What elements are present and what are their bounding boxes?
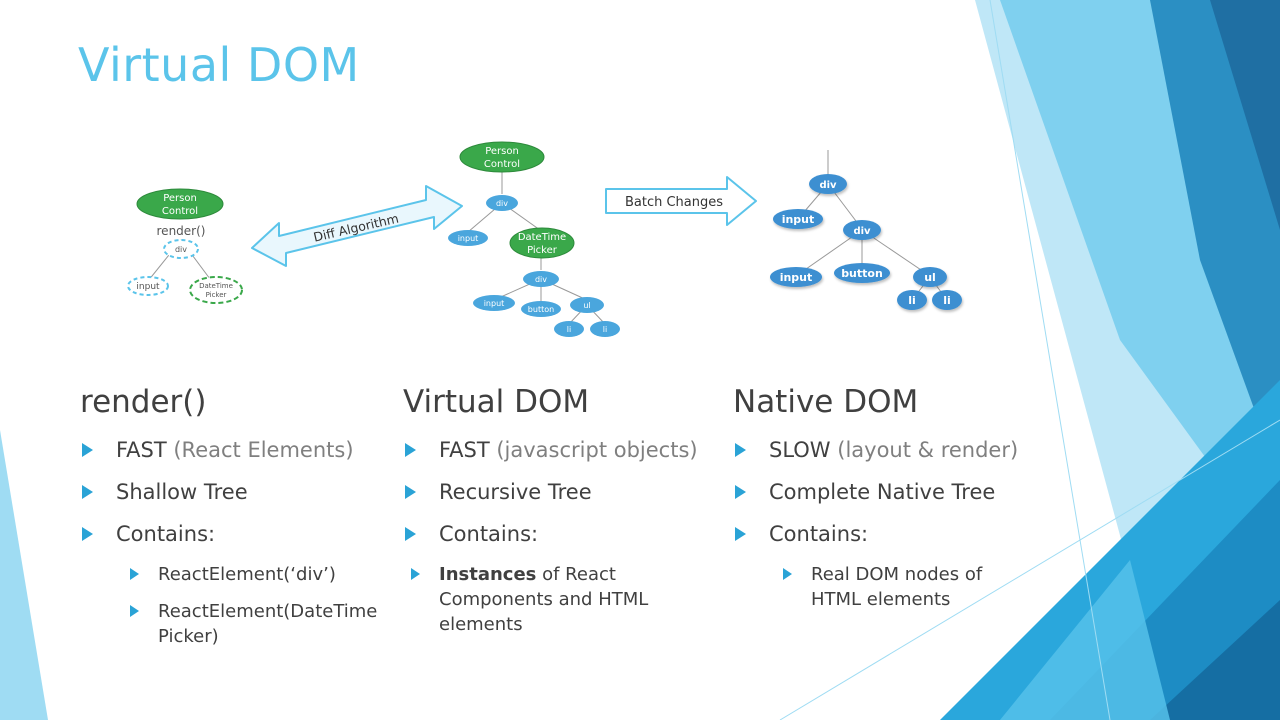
bullet-arrow-icon: [735, 443, 746, 457]
virtual-bullet-speed: FAST (javascript objects): [403, 436, 723, 464]
render-bullet-contains: Contains:: [80, 520, 395, 548]
middle-picker-input-node: input: [473, 295, 515, 311]
right-div-node: div: [809, 174, 847, 194]
virtual-dom-heading: Virtual DOM: [403, 384, 590, 420]
right-li-node-2: li: [932, 290, 962, 310]
bullet-arrow-icon: [411, 568, 420, 580]
left-person-control-node: Person Control: [136, 188, 224, 220]
batch-changes-label: Batch Changes: [625, 195, 723, 210]
bullet-arrow-icon: [82, 527, 93, 541]
render-bullet-speed: FAST (React Elements): [80, 436, 395, 464]
svg-text:div: div: [175, 245, 187, 254]
svg-text:li: li: [943, 294, 951, 307]
left-person-control-label-2: Control: [162, 206, 198, 217]
svg-text:input: input: [136, 282, 160, 292]
bullet-arrow-icon: [405, 485, 416, 499]
svg-text:div: div: [535, 275, 547, 284]
svg-text:div: div: [819, 180, 837, 191]
bullet-arrow-icon: [735, 485, 746, 499]
svg-text:div: div: [496, 199, 508, 208]
middle-li-node-1: li: [554, 321, 584, 337]
native-bullet-contains: Contains:: [733, 520, 1033, 548]
svg-text:ul: ul: [924, 271, 936, 284]
left-div-node: div: [163, 239, 199, 259]
left-input-node: input: [127, 276, 169, 296]
svg-text:div: div: [853, 226, 871, 237]
right-ul-node: ul: [913, 267, 947, 287]
virtual-bullet-contains: Contains:: [403, 520, 723, 548]
svg-text:input: input: [782, 213, 815, 226]
right-inner-div-node: div: [843, 220, 881, 240]
slide-title: Virtual DOM: [78, 38, 360, 92]
middle-person-control-node: Person Control: [459, 141, 545, 173]
batch-changes-arrow: Batch Changes: [605, 176, 757, 226]
middle-datetime-label-1: DateTime: [518, 232, 566, 243]
left-datetime-label-2: Picker: [206, 291, 227, 299]
svg-text:li: li: [567, 325, 571, 334]
bullet-arrow-icon: [405, 527, 416, 541]
svg-text:button: button: [528, 305, 554, 314]
bullet-arrow-icon: [405, 443, 416, 457]
bullet-arrow-icon: [783, 568, 792, 580]
virtual-sub-bullet-1: Instances of React Components and HTML e…: [361, 562, 699, 637]
middle-datetime-node: DateTime Picker: [509, 227, 575, 259]
native-dom-heading: Native DOM: [733, 384, 919, 420]
svg-text:li: li: [908, 294, 916, 307]
left-datetime-node: DateTime Picker: [189, 276, 243, 304]
render-heading: render(): [80, 384, 207, 420]
render-bullet-tree: Shallow Tree: [80, 478, 395, 506]
svg-text:ul: ul: [583, 301, 590, 310]
middle-person-control-label-2: Control: [484, 159, 520, 170]
render-sub-bullet-1: ReactElement(‘div’): [80, 562, 395, 587]
left-person-control-label-1: Person: [163, 193, 197, 204]
native-bullet-tree: Complete Native Tree: [733, 478, 1033, 506]
svg-text:input: input: [458, 234, 479, 243]
svg-text:input: input: [484, 299, 505, 308]
middle-picker-div-node: div: [523, 271, 559, 287]
native-bullet-speed: SLOW (layout & render): [733, 436, 1033, 464]
left-tree: Person Control render() div input DateTi…: [127, 188, 243, 304]
middle-picker-ul-node: ul: [570, 297, 604, 313]
diff-algorithm-arrow: Diff Algorithm: [251, 185, 463, 267]
bullet-arrow-icon: [82, 485, 93, 499]
middle-picker-button-node: button: [521, 301, 561, 317]
bullet-arrow-icon: [82, 443, 93, 457]
middle-div-node: div: [486, 195, 518, 211]
render-column: render() FAST (React Elements) Shallow T…: [80, 382, 395, 661]
bullet-arrow-icon: [735, 527, 746, 541]
native-sub-bullet-1: Real DOM nodes of HTML elements: [733, 562, 1001, 612]
render-sub-bullet-2: ReactElement(DateTime Picker): [80, 599, 395, 649]
left-datetime-label-1: DateTime: [199, 282, 233, 290]
left-render-label: render(): [157, 224, 206, 238]
bullet-arrow-icon: [130, 568, 139, 580]
virtual-dom-diagram: Person Control render() div input DateTi…: [127, 141, 962, 337]
diff-algorithm-label: Diff Algorithm: [312, 211, 400, 245]
right-tree: div input div input button ul li li: [770, 150, 962, 310]
bullet-arrow-icon: [130, 605, 139, 617]
right-inner-input-node: input: [770, 267, 822, 287]
virtual-bullet-tree: Recursive Tree: [403, 478, 723, 506]
middle-input-node: input: [448, 230, 488, 246]
right-button-node: button: [834, 263, 890, 283]
svg-text:li: li: [603, 325, 607, 334]
middle-datetime-label-2: Picker: [527, 245, 558, 256]
native-dom-column: Native DOM SLOW (layout & render) Comple…: [733, 382, 1033, 624]
svg-text:button: button: [841, 267, 883, 280]
virtual-dom-column: Virtual DOM FAST (javascript objects) Re…: [403, 382, 723, 649]
middle-tree: Person Control div input DateTime Picker…: [448, 141, 620, 337]
middle-li-node-2: li: [590, 321, 620, 337]
middle-person-control-label-1: Person: [485, 146, 519, 157]
right-li-node-1: li: [897, 290, 927, 310]
svg-text:input: input: [780, 271, 813, 284]
right-input-node: input: [773, 209, 823, 229]
